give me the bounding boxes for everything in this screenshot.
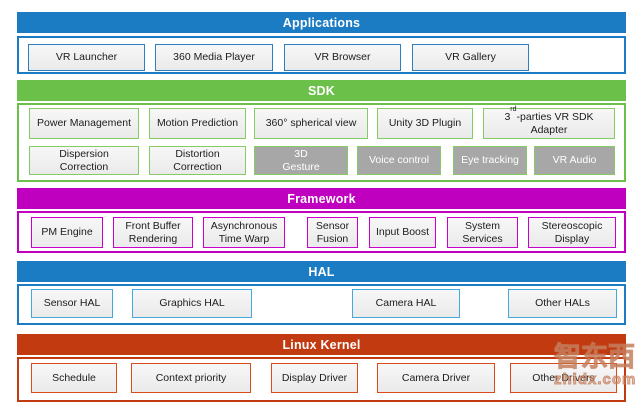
box-other-drivers: Other Drivers (510, 363, 617, 393)
box-3d-gesture: 3D Gesture (254, 146, 348, 175)
box-3rd-parties-vr-sdk-adapter: 3rd-parties VR SDK Adapter (483, 105, 615, 139)
box-vr-audio: VR Audio (534, 146, 615, 175)
layer-header-hal: HAL (17, 261, 626, 282)
box-input-boost: Input Boost (369, 217, 436, 248)
box-other-hals: Other HALs (508, 289, 617, 318)
box-asynchronous-time-warp: Asynchronous Time Warp (203, 217, 285, 248)
box-vr-launcher: VR Launcher (28, 44, 145, 71)
layer-panel-applications: VR Launcher 360 Media Player VR Browser … (17, 36, 626, 74)
sdk-row-2: Dispersion Correction Distortion Correct… (19, 146, 624, 175)
layer-panel-sdk: Power Management Motion Prediction 360° … (17, 103, 626, 182)
box-360-media-player: 360 Media Player (155, 44, 273, 71)
layer-panel-hal: Sensor HAL Graphics HAL Camera HAL Other… (17, 284, 626, 325)
box-pm-engine: PM Engine (31, 217, 103, 248)
layer-panel-linux-kernel: Schedule Context priority Display Driver… (17, 357, 626, 402)
box-system-services: System Services (447, 217, 518, 248)
layer-header-framework: Framework (17, 188, 626, 209)
box-distortion-correction: Distortion Correction (149, 146, 246, 175)
third-party-label: 3rd-parties VR SDK Adapter (504, 105, 594, 136)
sdk-row-1: Power Management Motion Prediction 360° … (19, 105, 624, 139)
box-dispersion-correction: Dispersion Correction (29, 146, 139, 175)
box-power-management: Power Management (29, 108, 139, 139)
box-context-priority: Context priority (131, 363, 251, 393)
layer-header-sdk: SDK (17, 80, 626, 101)
box-vr-gallery: VR Gallery (412, 44, 529, 71)
layer-header-linux-kernel: Linux Kernel (17, 334, 626, 355)
hal-row: Sensor HAL Graphics HAL Camera HAL Other… (19, 289, 624, 318)
box-stereoscopic-display: Stereoscopic Display (528, 217, 616, 248)
box-motion-prediction: Motion Prediction (149, 108, 246, 139)
box-schedule: Schedule (31, 363, 117, 393)
box-camera-driver: Camera Driver (377, 363, 495, 393)
layer-panel-framework: PM Engine Front Buffer Rendering Asynchr… (17, 211, 626, 253)
layer-header-applications: Applications (17, 12, 626, 33)
box-front-buffer-rendering: Front Buffer Rendering (113, 217, 193, 248)
box-display-driver: Display Driver (271, 363, 358, 393)
box-voice-control: Voice control (357, 146, 441, 175)
box-sensor-hal: Sensor HAL (31, 289, 113, 318)
box-eye-tracking: Eye tracking (453, 146, 527, 175)
box-vr-browser: VR Browser (284, 44, 401, 71)
applications-row: VR Launcher 360 Media Player VR Browser … (19, 44, 624, 71)
box-sensor-fusion: Sensor Fusion (307, 217, 358, 248)
box-360-spherical-view: 360° spherical view (254, 108, 368, 139)
box-graphics-hal: Graphics HAL (132, 289, 252, 318)
kernel-row: Schedule Context priority Display Driver… (19, 363, 624, 393)
box-unity-3d-plugin: Unity 3D Plugin (377, 108, 473, 139)
box-camera-hal: Camera HAL (352, 289, 460, 318)
framework-row: PM Engine Front Buffer Rendering Asynchr… (19, 217, 624, 248)
